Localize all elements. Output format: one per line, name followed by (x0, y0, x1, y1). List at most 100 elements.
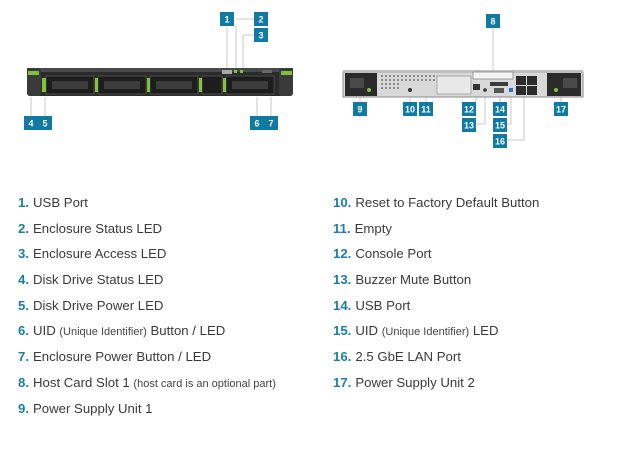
front-callout-badges: 1 2 3 4 5 6 7 (24, 12, 278, 130)
callout-6: 6 (254, 119, 259, 129)
callout-9: 9 (357, 105, 362, 115)
legend-item-12: 12.Console Port (333, 241, 623, 267)
front-usb-port (222, 70, 232, 74)
rear-panel-view: 8 9 10 11 12 13 14 15 16 17 (342, 14, 584, 148)
callout-8: 8 (490, 17, 495, 27)
callout-1: 1 (224, 15, 229, 25)
legend-label: Console Port (355, 246, 432, 262)
drive-led-5 (223, 78, 226, 92)
legend-item-16: 16.2.5 GbE LAN Port (333, 344, 623, 370)
legend-number: 16. (333, 349, 352, 365)
legend-label: UID (355, 323, 379, 339)
legend-label: Disk Drive Status LED (33, 272, 164, 288)
host-card-slot-1 (472, 71, 514, 80)
lan-port-1 (516, 76, 526, 85)
power-button (262, 70, 272, 73)
legend-number: 8. (18, 374, 29, 390)
console-port (473, 84, 480, 90)
legend-item-5: 5.Disk Drive Power LED (18, 293, 318, 319)
legend-note: (host card is an optional part) (133, 377, 276, 390)
legend-label: Enclosure Access LED (33, 246, 167, 262)
legend-item-4: 4.Disk Drive Status LED (18, 267, 318, 293)
legend-item-2: 2.Enclosure Status LED (18, 216, 318, 242)
legend-number: 7. (18, 349, 29, 365)
legend-number: 9. (18, 400, 29, 416)
legend-item-14: 14.USB Port (333, 293, 623, 319)
legend-label: 2.5 GbE LAN Port (355, 349, 461, 365)
callout-5: 5 (42, 119, 47, 129)
front-drive-bays (42, 75, 275, 95)
legend-label: Power Supply Unit 2 (355, 374, 475, 390)
legend-number: 3. (18, 246, 29, 262)
legend-item-17: 17.Power Supply Unit 2 (333, 370, 623, 396)
callout-12: 12 (464, 105, 474, 115)
callout-7: 7 (268, 119, 273, 129)
legend-note: (Unique Identifier) (381, 326, 470, 339)
callout-3: 3 (258, 31, 263, 41)
hardware-diagram: 1 2 3 4 5 6 7 (24, 12, 584, 148)
legend-item-10: 10.Reset to Factory Default Button (333, 190, 623, 216)
legend-number: 5. (18, 297, 29, 313)
legend-number: 2. (18, 220, 29, 236)
legend-number: 14. (333, 297, 352, 313)
legend-item-9: 9.Power Supply Unit 1 (18, 396, 318, 422)
right-ear-led (281, 71, 292, 75)
callout-15: 15 (495, 121, 505, 131)
legend-number: 10. (333, 195, 352, 210)
empty-slot-plate (436, 75, 472, 95)
legend-note: (Unique Identifier) (59, 326, 147, 339)
drive-led-2 (95, 78, 98, 92)
legend-label: Disk Drive Power LED (33, 297, 164, 313)
legend-item-3: 3.Enclosure Access LED (18, 241, 318, 267)
legend-item-8: 8.Host Card Slot 1 (host card is an opti… (18, 370, 318, 396)
drive-led-4 (199, 78, 202, 92)
legend-number: 13. (333, 272, 352, 288)
callout-13: 13 (464, 121, 474, 131)
rear-callout-badges: 8 9 10 11 12 13 14 15 16 17 (353, 14, 568, 148)
lan-port-3 (527, 76, 537, 85)
reset-button (408, 88, 412, 92)
callout-17: 17 (556, 105, 566, 115)
legend-label-suffix: LED (472, 323, 499, 339)
legend-label: Enclosure Status LED (33, 220, 163, 236)
front-panel-view: 1 2 3 4 5 6 7 (24, 12, 293, 130)
legend-number: 11. (333, 220, 351, 236)
callout-14: 14 (495, 105, 505, 115)
rear-usb-port (494, 88, 504, 93)
legend-item-1: 1. USB Port (18, 190, 318, 216)
legend-item-7: 7.Enclosure Power Button / LED (18, 344, 318, 370)
legend-number: 4. (18, 272, 29, 288)
legend-label: Buzzer Mute Button (355, 272, 472, 288)
legend-label: Power Supply Unit 1 (33, 400, 153, 416)
left-ear-led (28, 71, 39, 75)
legend-item-15: 15.UID (Unique Identifier) LED (333, 318, 623, 344)
legend-label: USB Port (33, 195, 88, 210)
legend-label: Host Card Slot 1 (33, 374, 130, 390)
legend-number: 15. (333, 323, 352, 339)
callout-11: 11 (421, 105, 431, 115)
uid-led (509, 88, 513, 92)
legend-label: Empty (354, 220, 392, 236)
drive-led-1 (42, 78, 46, 92)
legend-item-11: 11.Empty (333, 216, 623, 242)
drive-led-3 (147, 78, 150, 92)
legend-label: Enclosure Power Button / LED (33, 349, 212, 365)
legend-left-column: 1.USB Port 2.Enclosure Status LED 3.Encl… (18, 190, 318, 421)
lan-port-4 (527, 86, 537, 95)
callout-16: 16 (495, 137, 505, 147)
buzzer-mute-button (483, 88, 487, 92)
legend-number: 1. (18, 195, 29, 210)
legend-label: Reset to Factory Default Button (355, 195, 540, 210)
legend-item-13: 13.Buzzer Mute Button (333, 267, 623, 293)
access-led (240, 70, 243, 73)
lan-port-2 (516, 86, 526, 95)
legend-number: 17. (333, 374, 352, 390)
legend-label: UID (33, 323, 56, 339)
callout-4: 4 (28, 119, 33, 129)
legend-number: 12. (333, 246, 352, 262)
rear-vent-grid (381, 75, 435, 89)
legend-number: 6. (18, 323, 29, 339)
callout-2: 2 (258, 15, 263, 25)
status-led (234, 70, 237, 73)
legend-right-column: 10.Reset to Factory Default Button 11.Em… (333, 190, 623, 396)
